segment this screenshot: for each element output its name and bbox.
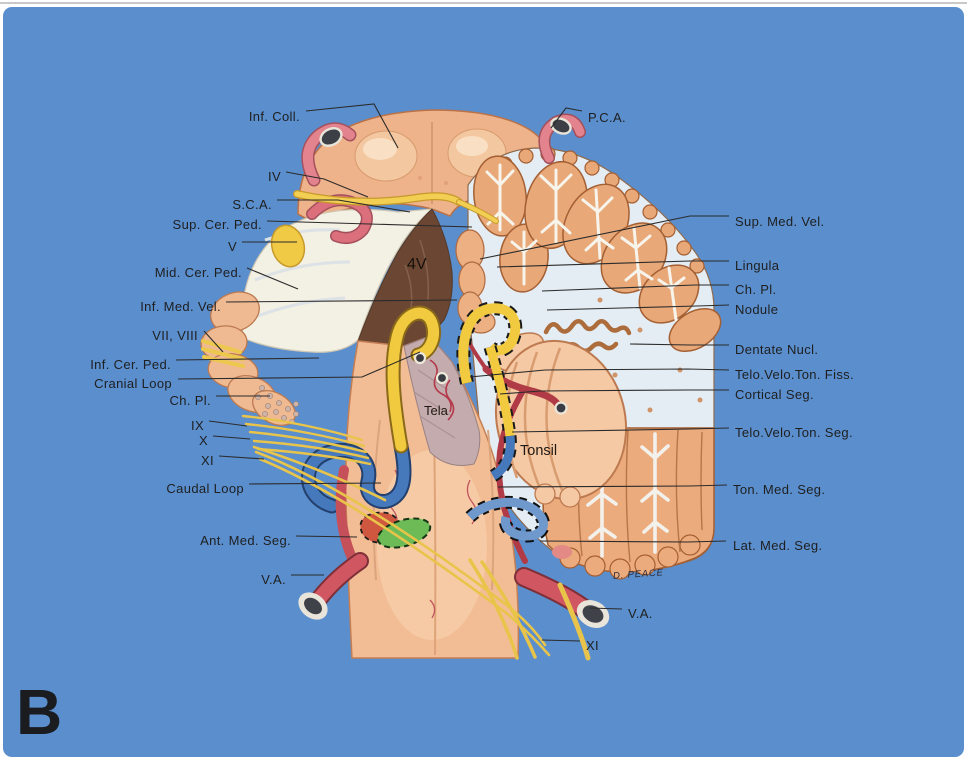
label-telo-velo-ton-seg: Telo.Velo.Ton. Seg. <box>735 425 853 440</box>
label-va-right: V.A. <box>628 606 653 621</box>
label-cranial-loop: Cranial Loop <box>94 376 172 391</box>
label-ton-med-seg: Ton. Med. Seg. <box>733 482 826 497</box>
leader-lines-left <box>175 103 473 576</box>
label-v: V <box>227 239 237 254</box>
label-cortical-seg: Cortical Seg. <box>735 387 814 402</box>
pica-cranial-loop-yellow <box>385 305 449 454</box>
label-sup-med-vel: Sup. Med. Vel. <box>735 214 825 229</box>
figure-canvas: Inf. Coll. IV S.C.A. Sup. Cer. Ped. V Mi… <box>3 7 964 757</box>
label-xi-right: XI <box>586 638 599 653</box>
label-iv: IV <box>268 169 281 184</box>
label-sup-cer-ped: Sup. Cer. Ped. <box>172 217 262 232</box>
label-lingula: Lingula <box>735 258 780 273</box>
panel-letter: B <box>16 676 63 748</box>
label-pca: P.C.A. <box>588 110 626 125</box>
trigeminal-nerve-stub <box>270 224 306 268</box>
label-telo-velo-ton-fiss: Telo.Velo.Ton. Fiss. <box>735 367 854 382</box>
cerebellar-tonsil <box>494 332 628 559</box>
leader-lines <box>175 103 730 642</box>
label-tonsil: Tonsil <box>520 443 558 459</box>
label-ix: IX <box>191 418 204 433</box>
trochlear-nerve <box>293 190 499 224</box>
label-x: X <box>198 433 208 448</box>
label-vii-viii: VII, VIII <box>152 328 198 343</box>
label-lat-med-seg: Lat. Med. Seg. <box>733 538 823 553</box>
label-sca: S.C.A. <box>232 197 272 212</box>
label-ch-pl-right: Ch. Pl. <box>735 282 777 297</box>
label-inf-cer-ped: Inf. Cer. Ped. <box>90 357 171 372</box>
leader-lines-right <box>469 107 730 642</box>
top-border-line <box>0 2 967 4</box>
vermis-lingula-nodule <box>455 229 496 334</box>
label-fourth-ventricle: 4V <box>407 256 427 273</box>
label-mid-cer-ped: Mid. Cer. Ped. <box>154 265 242 280</box>
pica-dashed-segments <box>456 301 550 543</box>
pica-caudal-loop-blue <box>301 438 412 514</box>
label-ant-med-seg: Ant. Med. Seg. <box>200 533 291 548</box>
label-nodule: Nodule <box>735 302 779 317</box>
label-dentate-nucl: Dentate Nucl. <box>735 342 819 357</box>
anatomical-illustration <box>200 109 722 661</box>
label-xi-left: XI <box>201 453 214 468</box>
tela-choroidea <box>403 335 481 466</box>
vertebral-artery-right <box>514 567 610 628</box>
label-inf-med-vel: Inf. Med. Vel. <box>140 299 221 314</box>
label-tela: Tela <box>424 403 448 418</box>
arbor-vitae-white <box>485 163 686 322</box>
superior-cerebellar-artery <box>301 122 373 244</box>
label-caudal-loop: Caudal Loop <box>166 481 244 496</box>
label-va-left: V.A. <box>261 572 286 587</box>
label-ch-pl-left: Ch. Pl. <box>169 393 211 408</box>
label-inf-coll: Inf. Coll. <box>248 109 300 124</box>
